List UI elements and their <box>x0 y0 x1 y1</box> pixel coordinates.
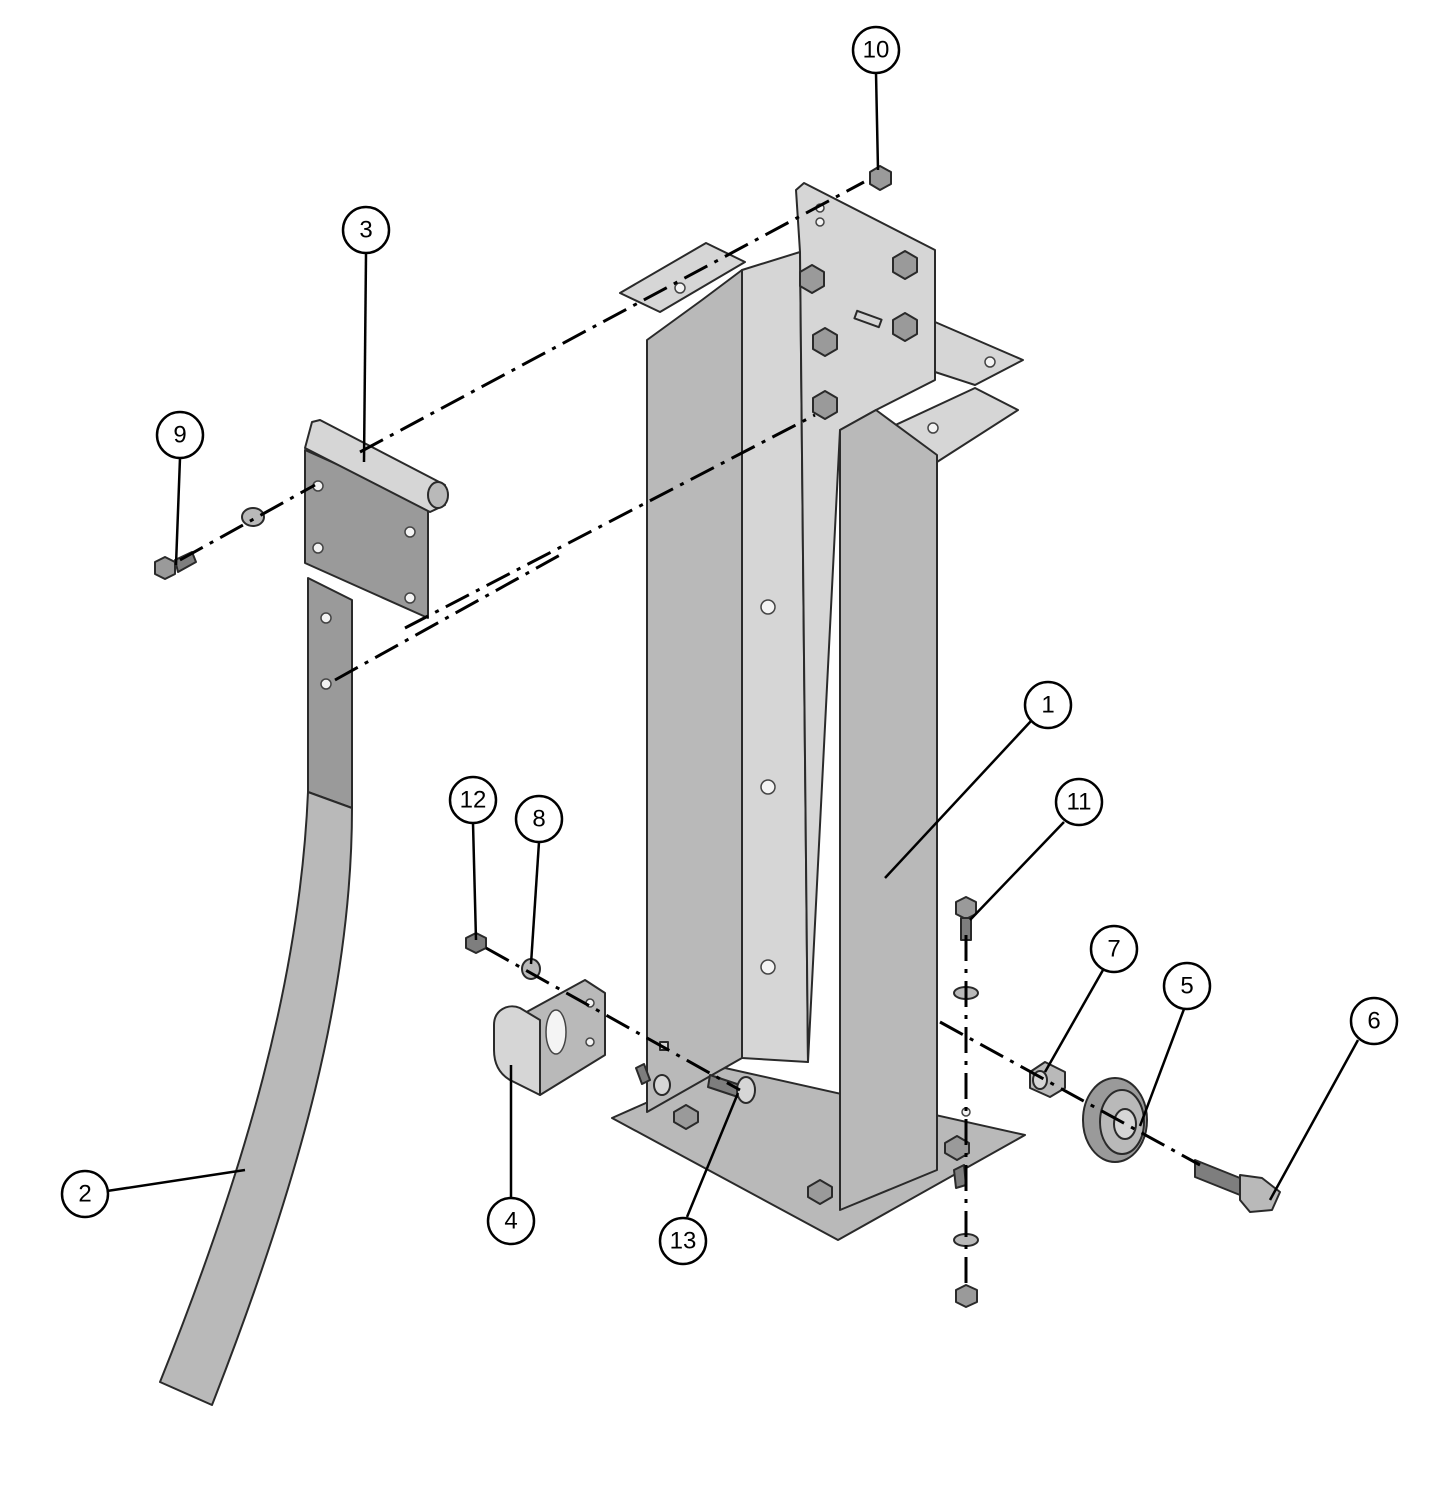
strap-upper-section <box>307 577 353 809</box>
leader-line-11 <box>969 821 1065 921</box>
assembly-line <box>485 946 741 1092</box>
hinge-hole <box>404 592 416 604</box>
svg-text:11: 11 <box>1067 789 1092 816</box>
small-bolt <box>635 1063 651 1085</box>
hex-nut-11 <box>955 1284 978 1308</box>
leader-lines <box>106 72 1360 1218</box>
callout-2: 2 <box>60 1169 110 1219</box>
back-plate-slot <box>853 309 883 329</box>
leader-line-10 <box>874 72 880 171</box>
hex-bolt-6 <box>1194 1159 1281 1213</box>
leader-line-2 <box>106 1168 246 1193</box>
channel-hole <box>760 959 776 975</box>
callout-11: 11 <box>1054 777 1104 827</box>
callout-8: 8 <box>514 794 564 844</box>
svg-text:8: 8 <box>532 806 545 833</box>
leader-line-1 <box>884 720 1032 879</box>
assembly-lines <box>179 180 1201 1290</box>
assembly-line <box>939 1020 1201 1167</box>
strap-hole <box>320 678 332 690</box>
svg-text:6: 6 <box>1367 1008 1380 1035</box>
leader-line-3 <box>362 253 368 463</box>
strap-lower-section <box>159 791 353 1406</box>
hex-nut-10 <box>869 165 892 191</box>
post-front-face <box>839 409 938 1211</box>
hinge-barrel-end <box>427 481 449 509</box>
svg-text:5: 5 <box>1180 973 1193 1000</box>
bolt-shank <box>953 1164 967 1189</box>
callout-13: 13 <box>658 1216 708 1266</box>
leader-line-7 <box>1043 969 1105 1073</box>
leader-line-8 <box>529 841 541 965</box>
svg-text:4: 4 <box>504 1208 517 1235</box>
assembly-line <box>334 553 561 682</box>
back-plate-hole <box>815 217 825 227</box>
back-plate-bolt <box>812 327 838 357</box>
curved-strap <box>159 577 353 1406</box>
bracket-slot <box>545 1009 567 1055</box>
washer-9 <box>241 507 265 527</box>
back-plate-bolt <box>812 390 838 420</box>
callout-5: 5 <box>1162 961 1212 1011</box>
base-bolt <box>944 1135 970 1161</box>
roller-wheel-5 <box>1082 1077 1148 1163</box>
top-right-flange-upper <box>934 321 1024 386</box>
post-assembly <box>611 182 1026 1241</box>
svg-text:7: 7 <box>1107 936 1120 963</box>
hinge-hole <box>404 526 416 538</box>
callout-3: 3 <box>341 205 391 255</box>
svg-text:2: 2 <box>78 1181 91 1208</box>
assembly-line <box>404 413 816 630</box>
callout-12: 12 <box>448 775 498 825</box>
hinge-plate <box>304 419 449 619</box>
strap-hole <box>320 612 332 624</box>
svg-text:1: 1 <box>1041 692 1054 719</box>
callout-balloons: 1 2 3 4 5 6 7 8 <box>60 25 1399 1266</box>
flange-hole <box>984 356 996 368</box>
hex-bolt-9 <box>154 551 197 580</box>
leader-line-5 <box>1138 1008 1186 1127</box>
bracket-hook <box>493 1005 541 1096</box>
small-washer <box>653 1074 671 1096</box>
leader-line-9 <box>174 457 182 566</box>
clevis-pin-13 <box>707 1074 756 1104</box>
base-bolt <box>807 1179 833 1205</box>
callout-4: 4 <box>486 1196 536 1246</box>
callout-10: 10 <box>851 25 901 75</box>
back-plate-bolt <box>799 264 825 294</box>
assembly-line <box>179 483 316 562</box>
base-bolt <box>673 1104 699 1130</box>
leader-line-13 <box>685 1092 740 1218</box>
callout-7: 7 <box>1089 924 1139 974</box>
flange-hole <box>927 422 939 434</box>
channel-hole <box>760 779 776 795</box>
flange-hole <box>674 282 686 294</box>
leader-line-12 <box>471 822 478 941</box>
back-plate-bolt <box>892 312 918 342</box>
svg-text:3: 3 <box>359 217 372 244</box>
svg-text:13: 13 <box>670 1228 697 1255</box>
bracket-hole <box>585 1037 595 1047</box>
svg-text:12: 12 <box>460 787 487 814</box>
callout-1: 1 <box>1023 680 1073 730</box>
svg-text:9: 9 <box>173 422 186 449</box>
leader-line-6 <box>1268 1039 1360 1201</box>
channel-hole <box>760 599 776 615</box>
latch-bracket <box>493 979 606 1096</box>
hinge-hole <box>312 542 324 554</box>
svg-text:10: 10 <box>863 37 890 64</box>
callout-9: 9 <box>155 410 205 460</box>
callout-6: 6 <box>1349 996 1399 1046</box>
back-plate-bolt <box>892 250 918 280</box>
post-left-side <box>646 269 743 1113</box>
assembly-line <box>359 180 865 454</box>
post-inner-channel <box>741 251 809 1063</box>
